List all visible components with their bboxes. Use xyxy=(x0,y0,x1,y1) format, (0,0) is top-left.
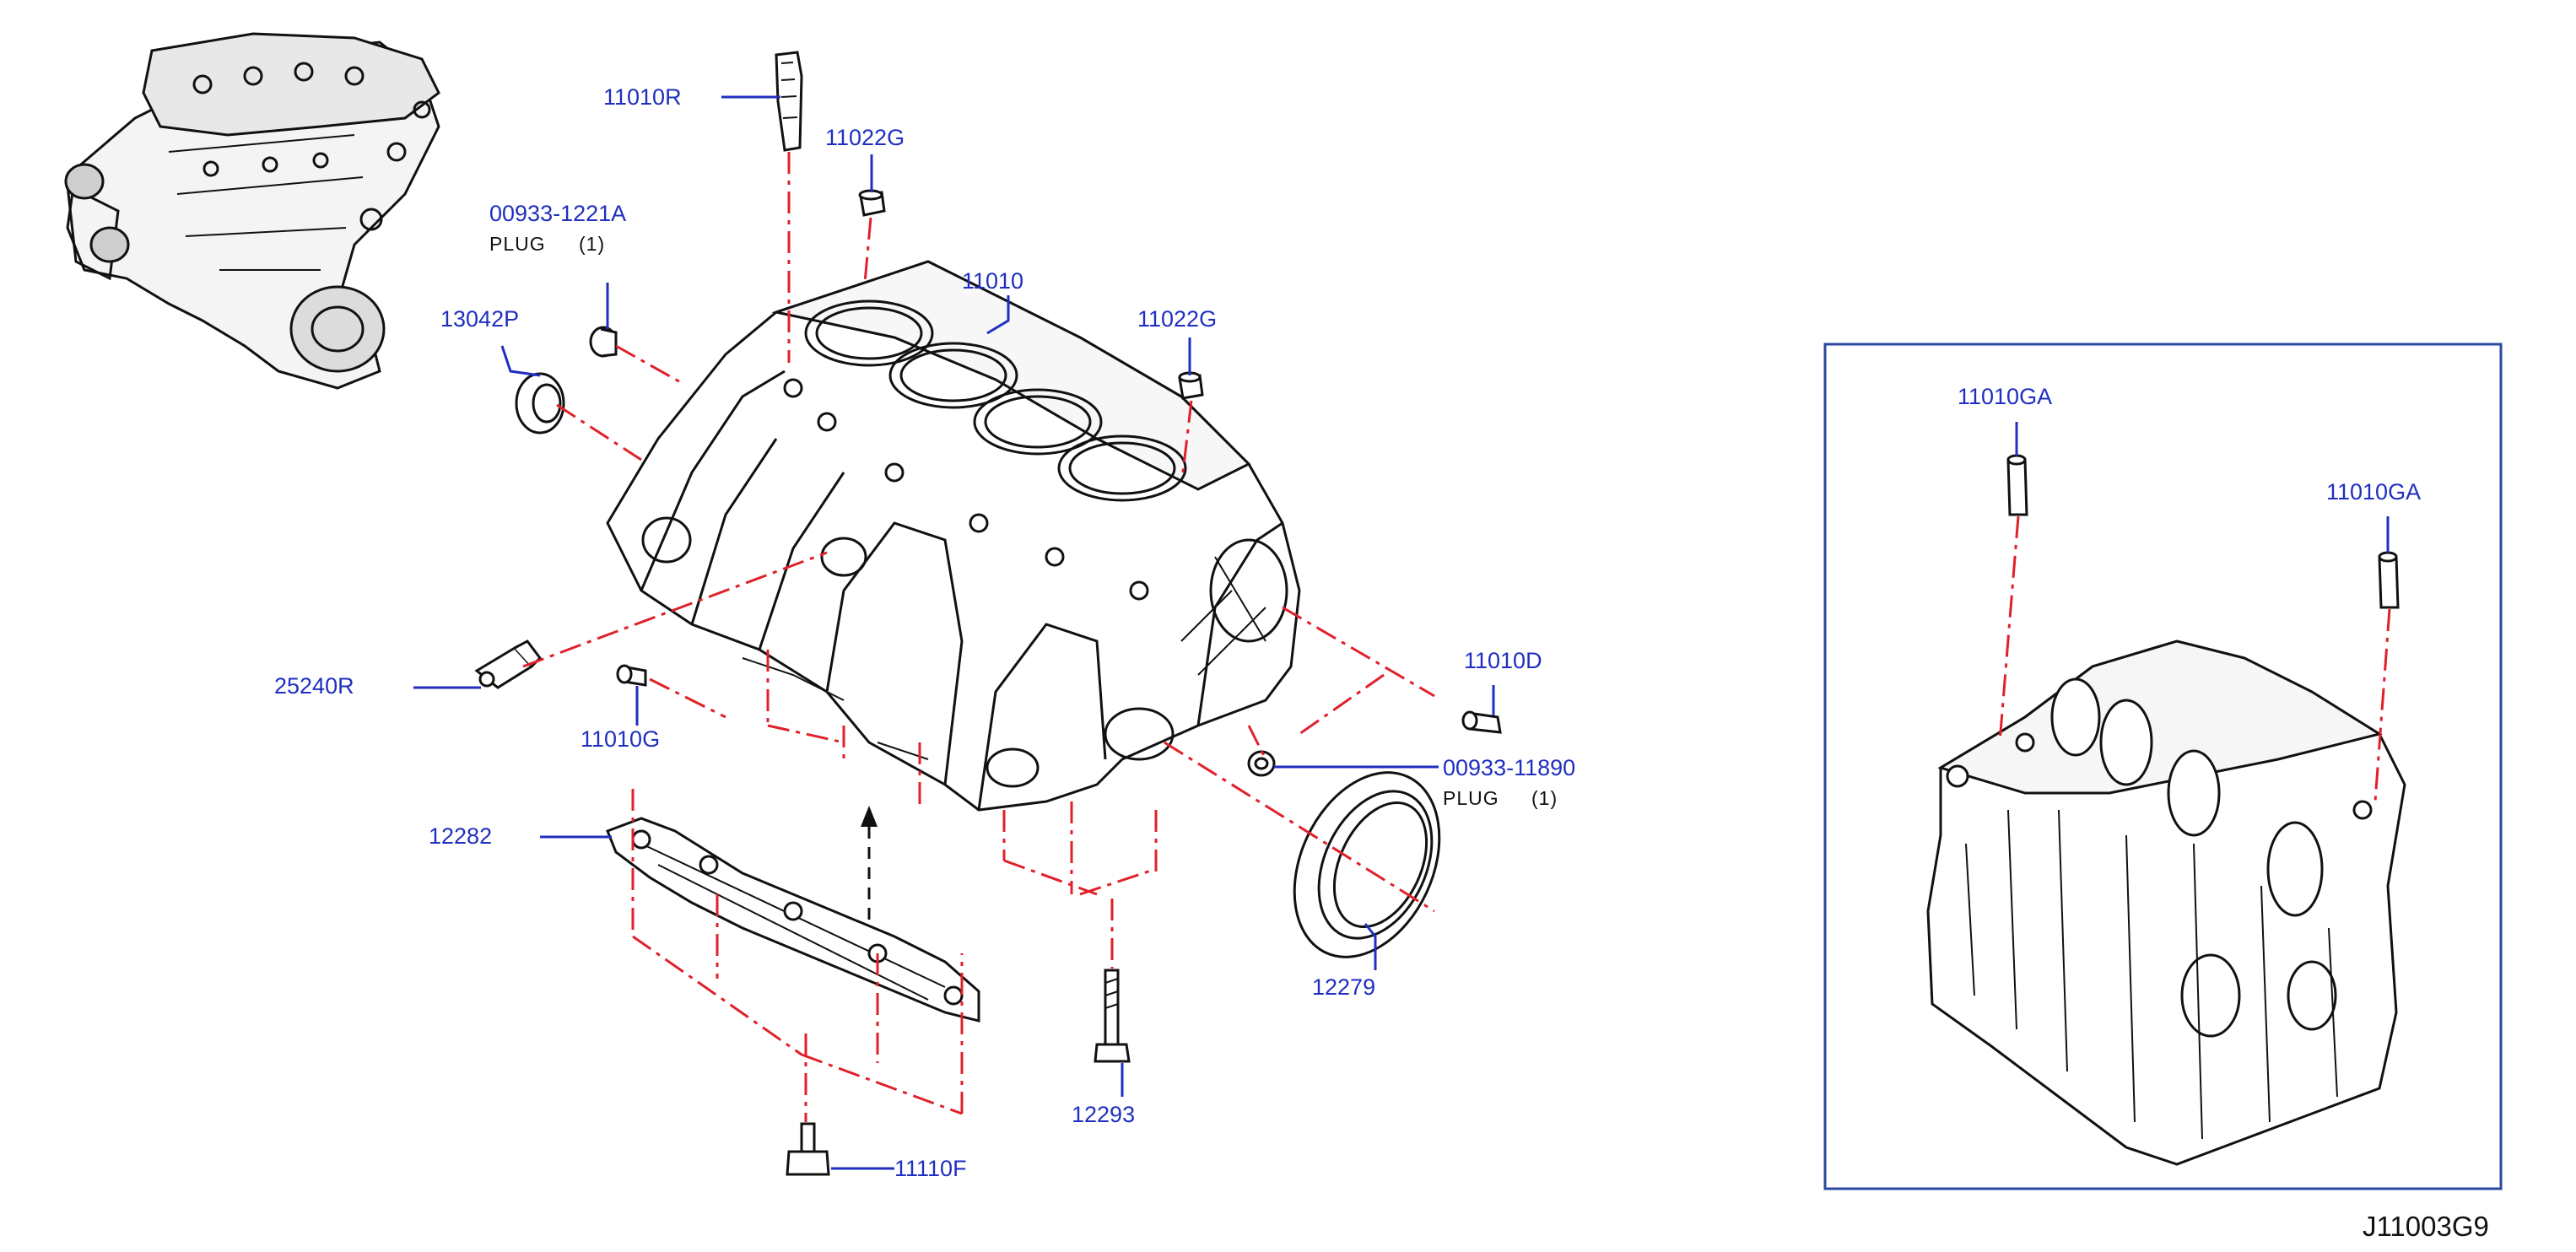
dowel-11010GA-left xyxy=(2006,454,2028,516)
label-11010G[interactable]: 11010G xyxy=(581,726,661,752)
inset-frame xyxy=(1823,343,2503,1190)
label-25240R[interactable]: 25240R xyxy=(274,673,354,699)
leader-lines xyxy=(413,95,1495,1170)
label-11010GA-right[interactable]: 11010GA xyxy=(2326,479,2422,505)
inset-cylinder-block xyxy=(1926,639,2406,1166)
label-00933-11890[interactable]: 00933-11890 xyxy=(1443,755,1576,780)
dowel-11010R xyxy=(775,51,803,152)
reference-lines xyxy=(522,152,1435,1122)
engine-assembly-thumbnail xyxy=(64,32,440,390)
dowel-11010D xyxy=(1461,710,1502,734)
label-11022G-right[interactable]: 11022G xyxy=(1137,306,1218,332)
bolt-12293 xyxy=(1094,969,1131,1063)
label-plug-b-qty: (1) xyxy=(1531,787,1558,809)
inset-leader-lines xyxy=(2015,422,2390,553)
label-plug-a: PLUG xyxy=(489,233,546,255)
dowel-11022G-right xyxy=(1178,371,1204,400)
stiffener-plate-12282 xyxy=(606,817,980,1023)
rear-oil-seal-12279 xyxy=(1293,771,1441,958)
label-11010D[interactable]: 11010D xyxy=(1464,648,1542,673)
label-11022G-top[interactable]: 11022G xyxy=(825,125,905,150)
label-12282[interactable]: 12282 xyxy=(429,823,493,849)
label-plug-b: PLUG xyxy=(1443,787,1499,809)
dowel-11022G-top xyxy=(858,189,886,217)
inset-reference-lines xyxy=(1998,515,2391,802)
assembly-direction-arrow xyxy=(861,806,878,920)
dowel-11010GA-right xyxy=(2378,551,2400,609)
dowel-11010G xyxy=(616,664,647,687)
bolt-11110F xyxy=(786,1122,830,1176)
label-11110F[interactable]: 11110F xyxy=(894,1156,967,1181)
label-12293[interactable]: 12293 xyxy=(1072,1102,1136,1127)
diagram-code: J11003G9 xyxy=(2363,1211,2489,1242)
seal-13042P xyxy=(515,372,565,434)
plug-00933-11890 xyxy=(1247,750,1276,777)
label-12279[interactable]: 12279 xyxy=(1312,974,1376,1000)
label-plug-a-qty: (1) xyxy=(579,233,606,255)
label-00933-1221A[interactable]: 00933-1221A xyxy=(489,201,627,226)
label-11010[interactable]: 11010 xyxy=(962,268,1024,294)
label-13042P[interactable]: 13042P xyxy=(440,306,520,332)
label-11010R[interactable]: 11010R xyxy=(603,84,682,110)
sensor-25240R xyxy=(474,639,542,689)
label-11010GA-left[interactable]: 11010GA xyxy=(1958,384,2053,409)
cylinder-block-11010 xyxy=(606,260,1301,812)
plug-00933-1221A xyxy=(589,326,618,358)
